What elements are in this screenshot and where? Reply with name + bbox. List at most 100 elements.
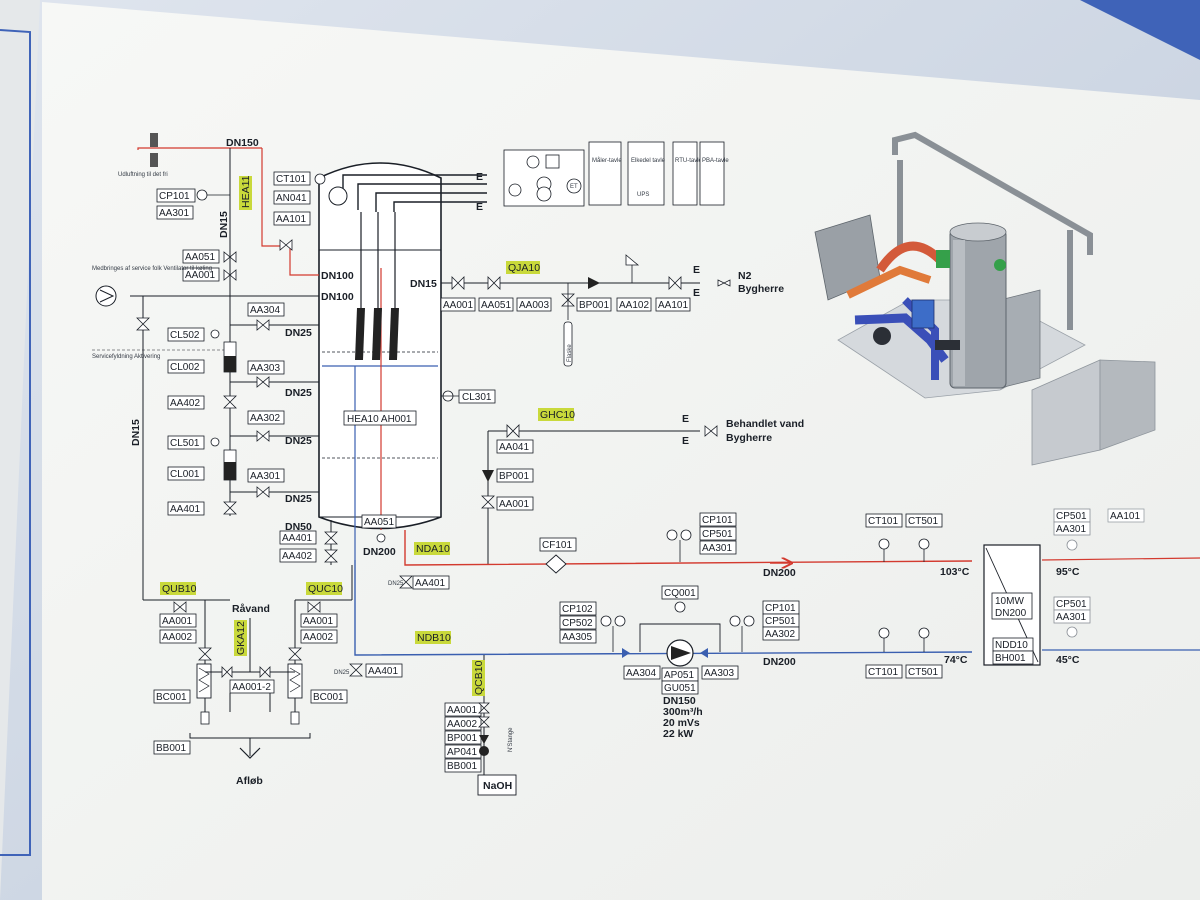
return-ct501: CT501	[908, 667, 938, 678]
vessel-drain: DN50 AA401 AA402	[279, 520, 338, 565]
dn25-3: DN25	[285, 435, 312, 447]
n2-end-line2: Bygherre	[738, 283, 784, 295]
treated-end-line1: Behandlet vand	[726, 418, 804, 430]
pump-cp501: CP501	[765, 616, 796, 627]
exchanger-ndd10: NDD10	[995, 640, 1028, 651]
softener-right-tag: QUC10	[308, 583, 343, 595]
aa302-tag: AA302	[250, 413, 280, 424]
supply-line: NDA10 DN25 AA401 CF101 CP101 CP501 AA301…	[388, 508, 1200, 590]
dn25-2: DN25	[285, 387, 312, 399]
aa301-level-tag: AA301	[250, 471, 280, 482]
softener-left-aa002: AA002	[162, 632, 192, 643]
softener-left-aa001: AA001	[162, 616, 192, 627]
supply-aa301: AA301	[702, 543, 732, 554]
n2-dn15: DN15	[410, 278, 437, 290]
dosing-aa001: AA001	[447, 705, 477, 716]
n2-aa003: AA003	[519, 300, 549, 311]
water-softeners: QUB10 AA001 AA002 BC001 QUC10 AA001 AA00…	[143, 565, 353, 787]
panel-pba: PBA-tavle	[702, 158, 729, 164]
return-line: NDB10 DN25 AA401 DN200 CT101 CT501 74°C …	[334, 560, 1200, 679]
treated-bp001: BP001	[499, 471, 529, 482]
vessel-group: HEA10 AH001 CL301 AA051 DN200	[318, 162, 496, 560]
softener-left-bc001: BC001	[156, 692, 187, 703]
aa402-tag: AA402	[170, 398, 200, 409]
supply-temp-in: 103°C	[940, 566, 970, 578]
pump-aa303: AA303	[704, 668, 734, 679]
return-temp-in: 74°C	[944, 654, 968, 666]
naoh-dosing: QCB10 AA001 AA002 BP001 AP041 BB001 N'St…	[444, 655, 517, 796]
supply-dn200: DN200	[763, 567, 796, 579]
panel-ups: UPS	[637, 192, 649, 198]
service-note: Medbringes af service folk Ventilator ti…	[92, 266, 212, 272]
pump-spec-4: 22 kW	[663, 728, 693, 740]
return-dn25: DN25	[334, 670, 350, 676]
n2-aa101: AA101	[658, 300, 688, 311]
return-aa401: AA401	[368, 666, 398, 677]
vessel-bottom-tag: AA051	[364, 517, 394, 528]
treated-aa001: AA001	[499, 499, 529, 510]
supply-ct101: CT101	[868, 516, 898, 527]
return-right-aa301: AA301	[1056, 612, 1086, 623]
treated-e-1: E	[682, 413, 689, 425]
ct101-upper: CT101	[276, 174, 306, 185]
dosing-aa002: AA002	[447, 719, 477, 730]
softener-right-aa002: AA002	[303, 632, 333, 643]
dosing-lance: N'Stange	[508, 727, 514, 752]
n2-e-1: E	[693, 264, 700, 276]
pump-ap051: AP051	[664, 670, 694, 681]
cl001-tag: CL001	[170, 469, 200, 480]
pump-spec-1: DN150	[663, 695, 696, 707]
panel-elkedel: Elkedel tavle	[631, 158, 666, 164]
service-note-2: Servicefyldning Aktivering	[92, 354, 160, 360]
pump-gu051: GU051	[664, 683, 696, 694]
level-gauges: AA304 DN25 CL502 CL002 AA303 DN25 AA402 …	[167, 296, 319, 516]
dn100-b: DN100	[321, 291, 354, 303]
dosing-bb001: BB001	[447, 761, 477, 772]
pump-spec-3: 20 mVs	[663, 717, 700, 729]
plant-3d-illustration	[814, 131, 1156, 466]
supply-right-aa301: AA301	[1056, 524, 1086, 535]
exchanger-rating-1: 10MW	[995, 596, 1024, 607]
supply-ct501: CT501	[908, 516, 938, 527]
aa401-level-tag: AA401	[170, 504, 200, 515]
supply-right-cp501: CP501	[1056, 511, 1087, 522]
aa303-tag: AA303	[250, 363, 280, 374]
pump-aa302: AA302	[765, 629, 795, 640]
dosing-ap041: AP041	[447, 747, 477, 758]
vessel-dn200: DN200	[363, 546, 396, 558]
return-right-cp501: CP501	[1056, 599, 1087, 610]
softener-right-bc001: BC001	[313, 692, 344, 703]
n2-aa102: AA102	[619, 300, 649, 311]
et-label: ET	[570, 184, 578, 190]
level-transmitter-tag: CL301	[462, 392, 492, 403]
aa051-upper: AA051	[185, 252, 215, 263]
aa101-upper: AA101	[276, 214, 306, 225]
aa301-upper: AA301	[159, 208, 189, 219]
supply-temp-out: 95°C	[1056, 566, 1080, 578]
supply-tag: NDA10	[416, 543, 450, 555]
raavand-label: Råvand	[232, 603, 270, 615]
vessel-tag: HEA10 AH001	[347, 414, 412, 425]
supply-dn25: DN25	[388, 581, 404, 587]
aa304-tag: AA304	[250, 305, 280, 316]
return-temp-out: 45°C	[1056, 654, 1080, 666]
n2-aa051: AA051	[481, 300, 511, 311]
return-dn200: DN200	[763, 656, 796, 668]
return-ct101: CT101	[868, 667, 898, 678]
exchanger-rating-2: DN200	[995, 608, 1027, 619]
vent-dn150: DN150	[226, 137, 259, 149]
an041-tag: AN041	[276, 193, 307, 204]
softener-right-aa001: AA001	[303, 616, 333, 627]
electrical-section: E E ET Måler-tavle Elkedel tavle UPS RTU…	[476, 141, 729, 213]
heat-exchanger: 10MW DN200 NDD10 BH001	[983, 544, 1041, 666]
treated-tag: GHC10	[540, 409, 575, 421]
pump-cp101: CP101	[765, 603, 796, 614]
naoh-tank: NaOH	[483, 780, 512, 792]
cl502-tag: CL502	[170, 330, 200, 341]
pump-cq001: CQ001	[664, 588, 696, 599]
electrodes	[342, 174, 487, 360]
dn50-label: DN50	[285, 521, 312, 533]
n2-end-line1: N2	[738, 270, 752, 282]
elec-e-2: E	[476, 201, 483, 213]
